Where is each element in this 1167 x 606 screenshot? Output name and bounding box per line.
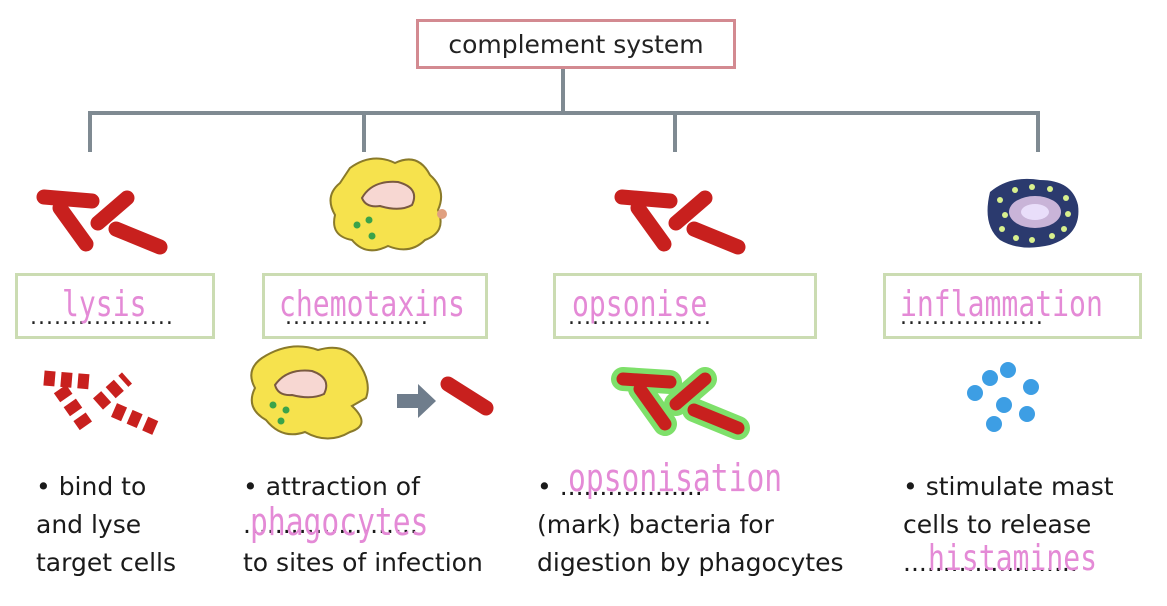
phagocyte-chasing-icon [250, 345, 369, 440]
label-box-opsonise: .................. opsonise [553, 273, 817, 339]
handwritten-label: opsonise [572, 284, 708, 325]
description-line: • .................. [537, 472, 703, 501]
handwritten-phagocytes: phagocytes [250, 500, 429, 544]
histamine-granules-icon [967, 362, 1039, 432]
arrow-right-icon [397, 384, 436, 418]
mast-cell-icon [987, 178, 1079, 248]
handwritten-histamines: histamines [928, 538, 1098, 579]
description-line: • attraction of [243, 472, 420, 501]
description-line: (mark) bacteria for [537, 510, 774, 539]
description-line: cells to release [903, 510, 1092, 539]
connector-tree [88, 69, 1040, 152]
title-box: complement system [416, 19, 736, 69]
opsonised-bacteria-icon [611, 367, 750, 440]
description-line: ...................... [903, 548, 1078, 577]
lysed-bacteria-icon [43, 370, 163, 437]
label-dots: .................. [900, 305, 1044, 330]
label-box-chemotaxins: .................. chemotaxins [262, 273, 488, 339]
handwritten-label: chemotaxins [279, 284, 465, 325]
label-dots: .................. [30, 305, 174, 330]
title-text: complement system [448, 29, 704, 59]
label-dots: .................. [568, 305, 712, 330]
description-chemotaxins: • attraction of ...................... t… [243, 468, 483, 582]
description-line: • stimulate mast [903, 472, 1114, 501]
phagocyte-icon [329, 157, 447, 252]
description-lysis: • bind to and lyse target cells [36, 468, 176, 582]
description-line: digestion by phagocytes [537, 548, 844, 577]
handwritten-label: lysis [62, 284, 147, 325]
bacteria-icon [614, 189, 746, 255]
description-inflammation: • stimulate mast cells to release ......… [903, 468, 1114, 582]
description-line: ...................... [243, 510, 418, 539]
description-line: to sites of infection [243, 548, 483, 577]
description-line: • bind to [36, 472, 147, 501]
label-box-inflammation: .................. inflammation [883, 273, 1142, 339]
handwritten-opsonisation: opsonisation [568, 456, 783, 500]
label-dots: .................. [285, 305, 429, 330]
label-box-lysis: .................. lysis [15, 273, 215, 339]
description-line: target cells [36, 548, 177, 577]
description-opsonise: • .................. (mark) bacteria for… [537, 468, 843, 582]
bacteria-icon [36, 189, 168, 255]
handwritten-label: inflammation [900, 284, 1103, 325]
description-line: and lyse [36, 510, 142, 539]
target-bacterium-icon [440, 376, 494, 416]
